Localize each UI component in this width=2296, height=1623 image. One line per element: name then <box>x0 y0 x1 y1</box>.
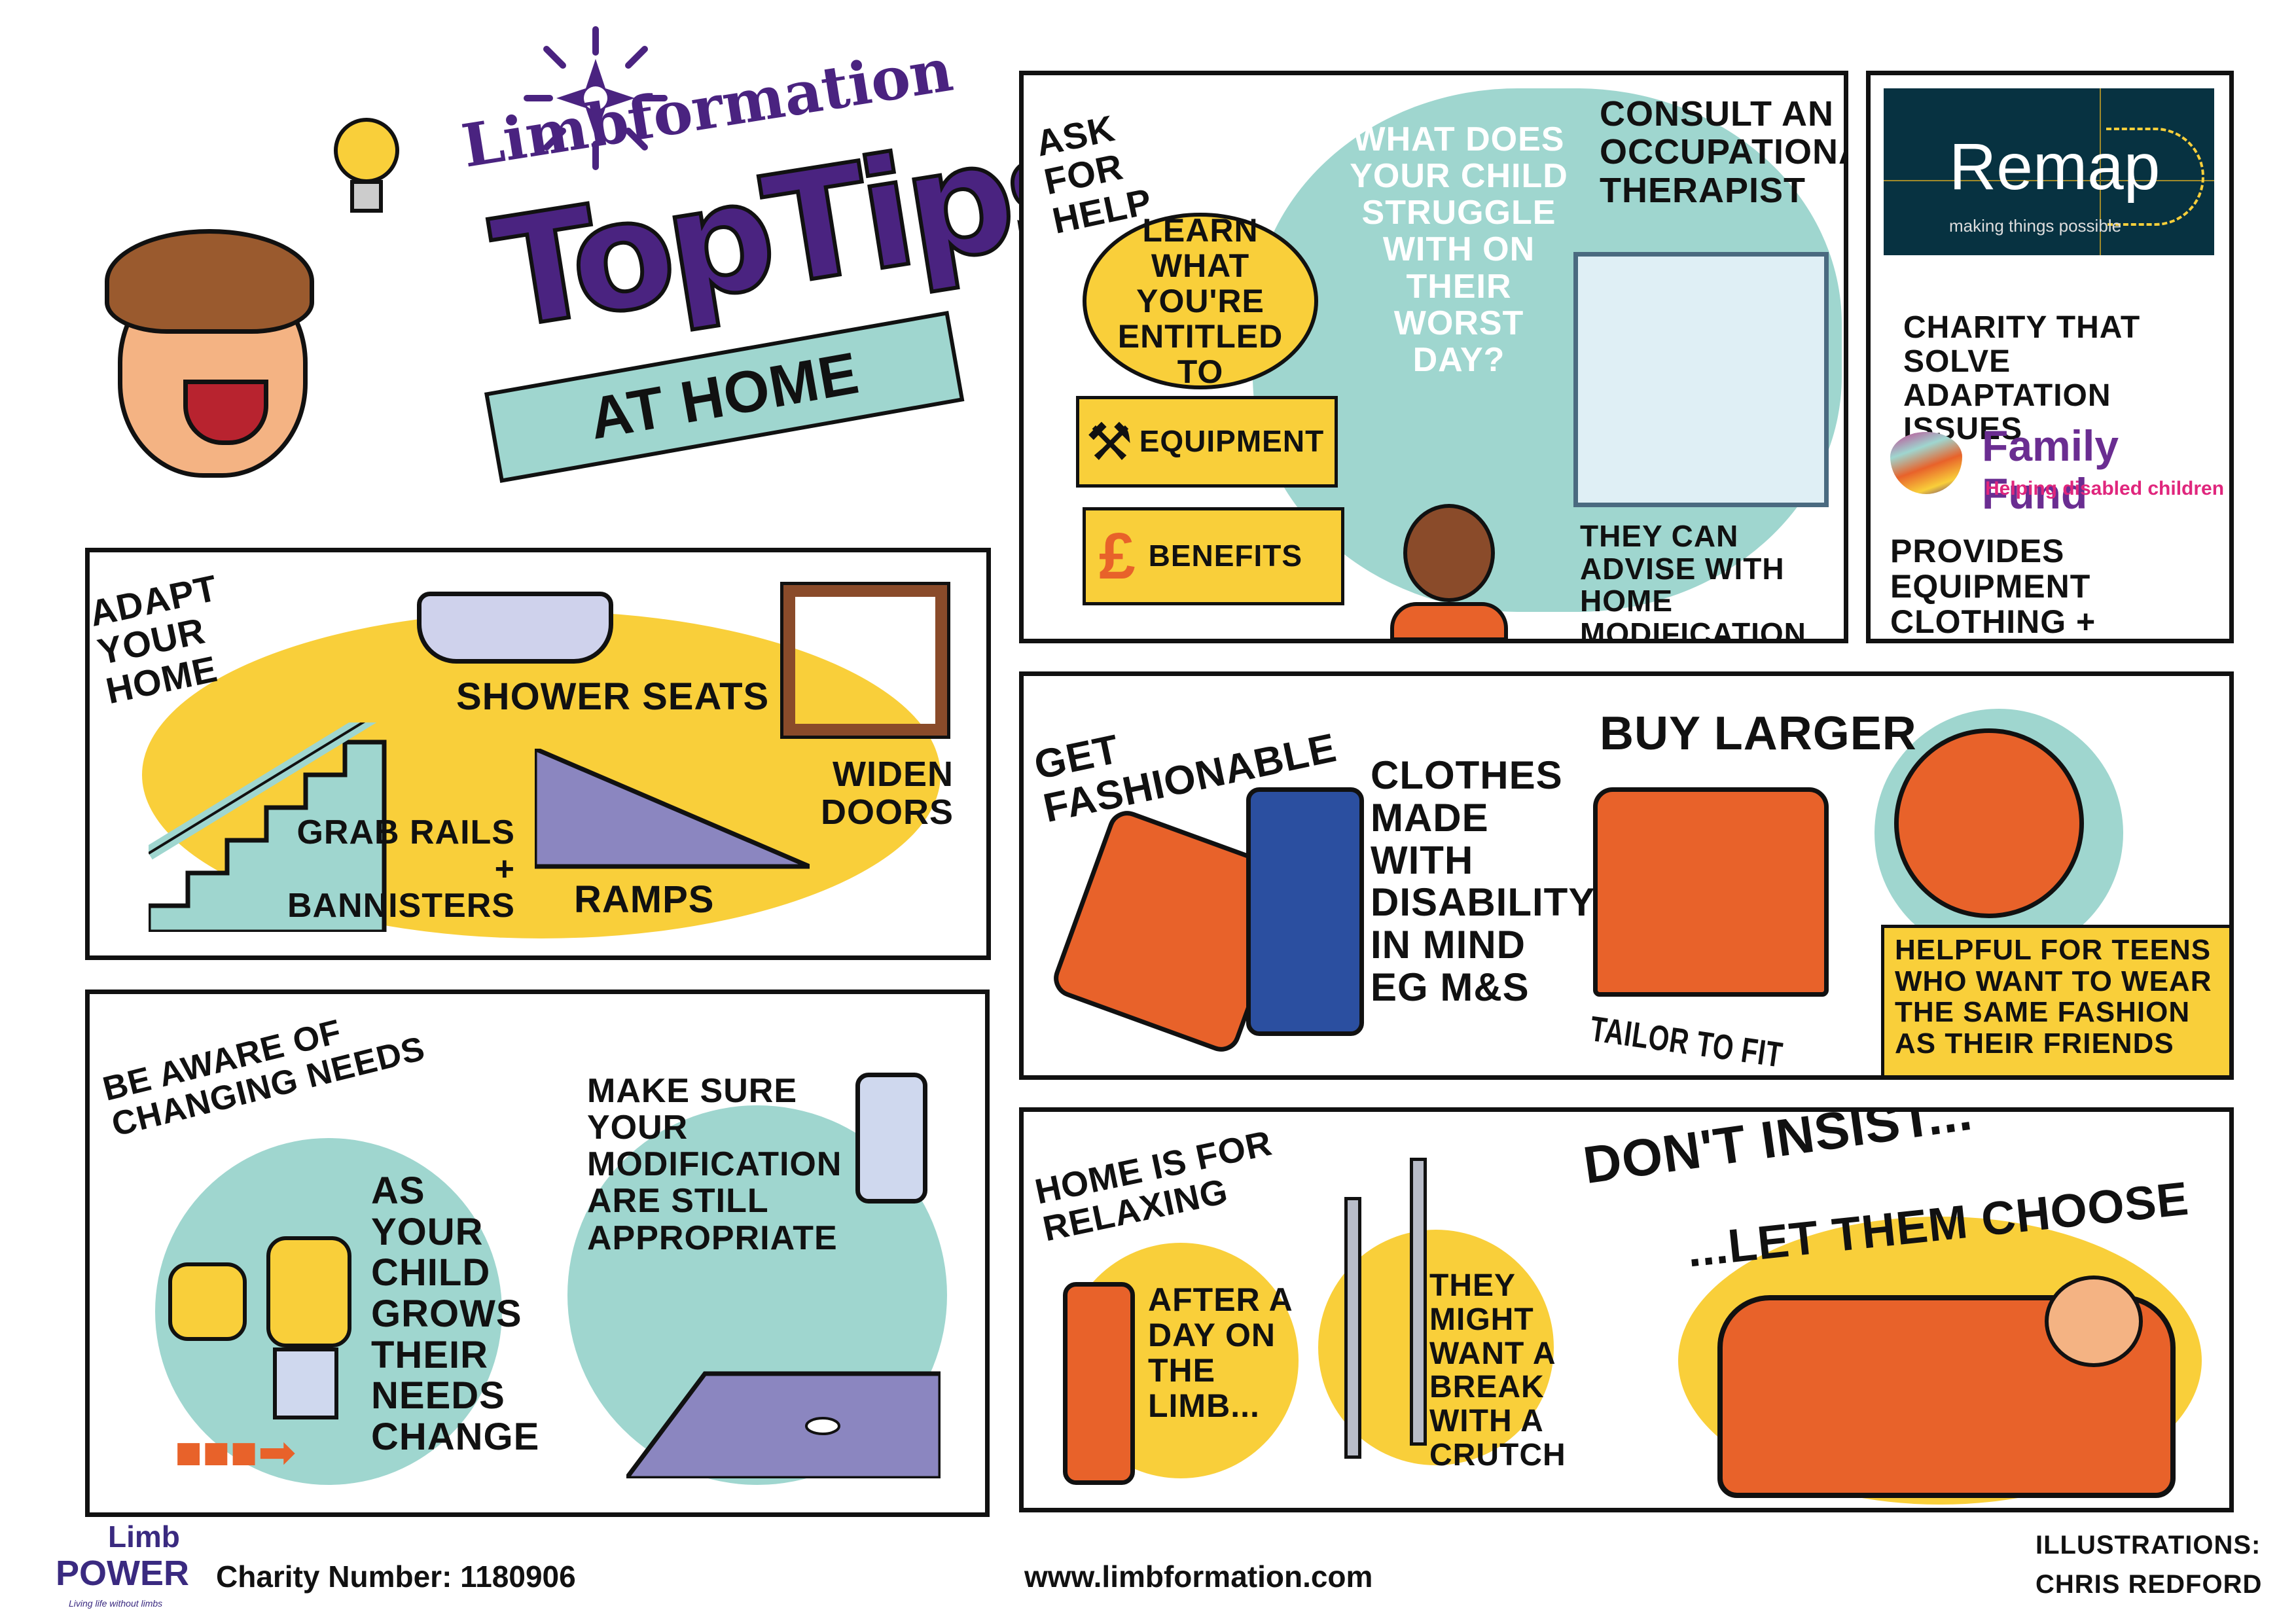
stairs-illustration <box>145 703 489 935</box>
label-widen-doors: WIDEN DOORS <box>820 755 954 832</box>
boy-face-illustration <box>105 216 321 491</box>
remap-name: Remap <box>1949 130 2161 204</box>
children-illustration <box>168 1171 365 1419</box>
label-buy-larger: BUY LARGER <box>1600 707 1917 760</box>
lightbulb-icon <box>327 118 406 216</box>
label-tailor: TAILOR TO FIT <box>1587 1009 1785 1075</box>
label-clothes: CLOTHES MADE WITH DISABILITY IN MIND eg … <box>1371 753 1595 1009</box>
limbpower-logo: Limb POWER Living life without limbs <box>56 1522 200 1623</box>
ramp-illustration <box>532 745 811 880</box>
remap-logo: Remap making things possible <box>1884 88 2214 255</box>
panel-ask-for-help: ASK FOR HELP LEARN WHAT YOU'RE ENTITLED … <box>1019 71 1848 643</box>
logo-text-bottom: POWER <box>56 1554 190 1593</box>
teens-note: HELPFUL FOR TEENS WHO WANT TO WEAR THE S… <box>1881 925 2229 1075</box>
benefits-card: £ BENEFITS <box>1083 507 1344 605</box>
label-benefits: BENEFITS <box>1148 539 1303 573</box>
section-heading: BE AWARE OF CHANGING NEEDS <box>99 1012 429 1145</box>
family-fund-description: PROVIDES EQUIPMENT CLOTHING + RESPITE <box>1890 533 2096 640</box>
label-after-day: AFTER A DAY ON THE LIMB... <box>1148 1281 1292 1424</box>
label-dont-insist: DON'T INSIST... <box>1579 1107 1976 1195</box>
prosthetic-leg-illustration <box>1063 1282 1135 1485</box>
panel-changing-needs: BE AWARE OF CHANGING NEEDS ■■■➡ AS YOUR … <box>85 990 990 1517</box>
panel-get-fashionable: GET FASHIONABLE CLOTHES MADE WITH DISABI… <box>1019 671 2234 1080</box>
label-teens: HELPFUL FOR TEENS WHO WANT TO WEAR THE S… <box>1895 934 2212 1060</box>
pound-icon: £ <box>1099 519 1136 593</box>
large-tshirt-illustration <box>1593 787 1829 997</box>
family-fund-name: Family Fund <box>1982 421 2119 518</box>
electric-shower-illustration <box>855 1073 927 1204</box>
label-equipment: EQUIPMENT <box>1139 424 1325 459</box>
panel-charities: Remap making things possible CHARITY THA… <box>1866 71 2234 643</box>
panel-home-relaxing: HOME IS FOR RELAXING AFTER A DAY ON THE … <box>1019 1107 2234 1512</box>
hammer-icon: ⚒ <box>1086 412 1133 471</box>
label-shower-seats: SHOWER SEATS <box>456 675 770 718</box>
equipment-card: ⚒ EQUIPMENT <box>1076 396 1338 488</box>
label-struggle: WHAT DOES YOUR CHILD STRUGGLE WITH ON TH… <box>1350 120 1568 379</box>
label-make-sure: MAKE SURE YOUR MODIFICATION ARE STILL AP… <box>587 1072 842 1257</box>
arrow-right-icon: ■■■➡ <box>175 1427 296 1478</box>
logo-tagline: Living life without limbs <box>69 1598 163 1609</box>
label-grab-rails: GRAB RAILS + BANNISTERS <box>287 813 515 925</box>
label-consult: CONSULT AN OCCUPATIONAL THERAPIST <box>1600 94 1844 210</box>
learn-bubble: LEARN WHAT YOU'RE ENTITLED TO <box>1083 213 1318 389</box>
door-frame-illustration <box>780 582 950 739</box>
subtitle: AT HOME <box>584 340 864 453</box>
remap-description: CHARITY THAT SOLVE ADAPTATION ISSUES <box>1903 310 2141 447</box>
label-advise: THEY CAN ADVISE WITH HOME MODIFICATION <box>1580 519 1806 643</box>
shower-tray-illustration <box>622 1361 943 1481</box>
section-heading: HOME IS FOR RELAXING <box>1031 1123 1276 1249</box>
sewing-closeup-illustration <box>1894 728 2084 918</box>
logo-text-top: Limb <box>108 1520 180 1554</box>
label-ramps: RAMPS <box>574 878 715 921</box>
credit-name: CHRIS REDFORD <box>2036 1570 2263 1599</box>
label-child-grows: AS YOUR CHILD GROWS THEIR NEEDS CHANGE <box>371 1169 540 1458</box>
limbformation-star-logo <box>524 26 668 170</box>
floor-plan-illustration <box>1573 252 1829 507</box>
shower-seat-illustration <box>417 592 613 664</box>
family-fund-tagline: Helping disabled children <box>1985 478 2225 499</box>
remap-tagline: making things possible <box>1949 216 2122 236</box>
crutches-illustration <box>1331 1158 1443 1472</box>
credit-label: ILLUSTRATIONS: <box>2036 1531 2261 1560</box>
trousers-illustration <box>1246 787 1364 1036</box>
label-break: THEY MIGHT WANT A BREAK WITH A CRUTCH <box>1429 1268 1566 1473</box>
gear-icon <box>2106 128 2204 226</box>
label-learn: LEARN WHAT YOU'RE ENTITLED TO <box>1117 212 1283 390</box>
website-link[interactable]: www.limbformation.com <box>1024 1560 1373 1594</box>
family-fund-heart-logo <box>1890 432 1962 494</box>
panel-adapt-your-home: ADAPT YOUR HOME SHOWER SEATS GRAB RAILS … <box>85 548 991 960</box>
child-face-illustration <box>1390 504 1508 639</box>
reading-child-illustration <box>2045 1275 2143 1367</box>
charity-number: Charity Number: 1180906 <box>216 1560 576 1594</box>
